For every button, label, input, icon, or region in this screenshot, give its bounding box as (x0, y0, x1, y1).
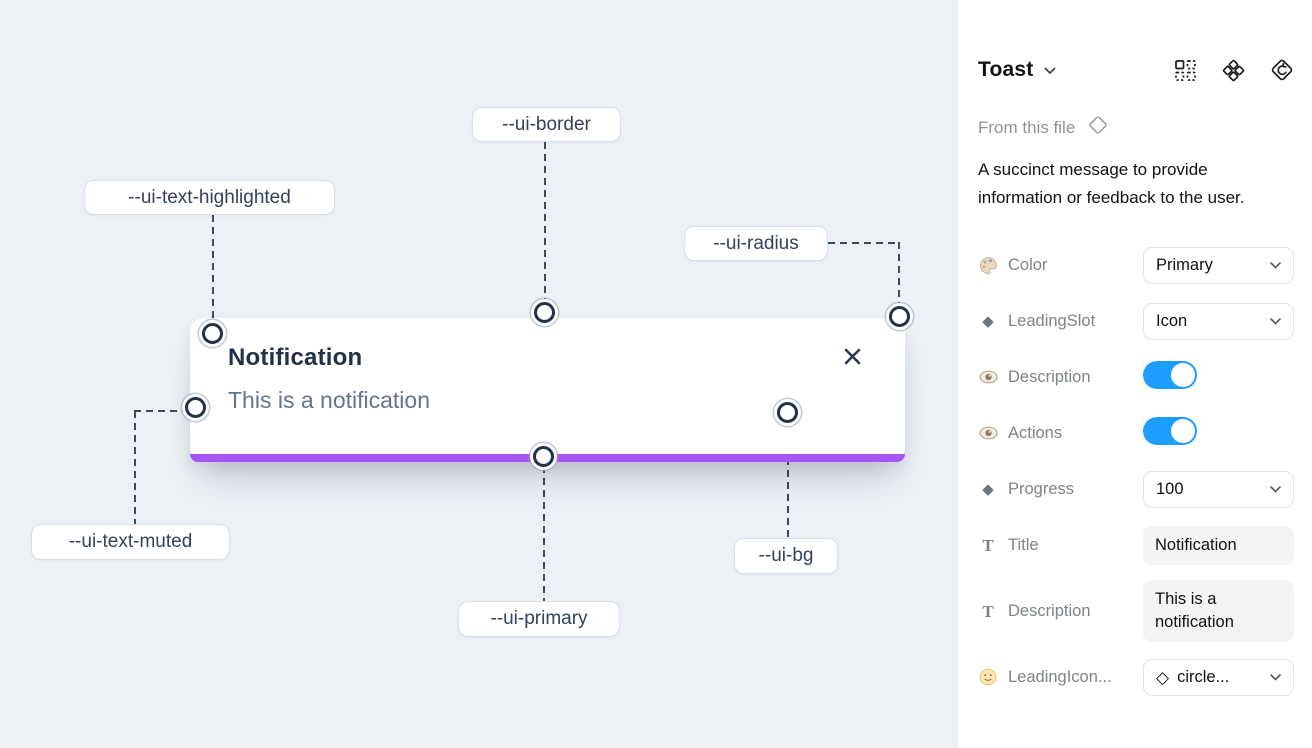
toast-description: This is a notification (228, 387, 430, 413)
connector-ui-radius-vertical (898, 242, 900, 310)
diamond-icon: ◆ (982, 312, 994, 330)
toggle-knob (1171, 418, 1195, 443)
anchor-dot-text-highlighted (202, 323, 223, 344)
description-text-field[interactable]: This is a notification (1143, 580, 1294, 642)
component-description: A succinct message to provide informatio… (978, 160, 1245, 207)
go-to-main-component-icon (1270, 59, 1294, 85)
eye-icon (978, 370, 998, 384)
component-name-dropdown[interactable]: Toast (978, 58, 1056, 82)
property-label-description-toggle: Description (1008, 367, 1091, 386)
var-label-ui-text-highlighted: --ui-text-highlighted (84, 180, 335, 215)
anchor-dot-border (534, 302, 555, 323)
file-diamond-icon (1087, 114, 1109, 141)
property-row-description-toggle: Description (978, 349, 1294, 405)
connector-ui-radius-horizontal (828, 242, 900, 244)
progress-select-value: 100 (1156, 479, 1184, 498)
go-to-main-component-button[interactable] (1270, 58, 1294, 82)
leading-icon-select-value: circle... (1177, 667, 1230, 686)
connector-ui-border (544, 142, 546, 306)
property-row-color: Color Primary (978, 237, 1294, 293)
text-type-icon: T (982, 535, 994, 555)
palette-icon (978, 256, 998, 275)
panel-header: Toast (978, 0, 1294, 82)
property-label-leading-slot: LeadingSlot (1008, 311, 1096, 330)
toggle-knob (1171, 362, 1195, 387)
leading-icon-select[interactable]: ◇ circle... (1143, 658, 1294, 696)
property-row-title: T Title Notification (978, 517, 1294, 573)
property-rows: Color Primary ◆ LeadingSlot Icon (978, 237, 1294, 705)
var-label-ui-border: --ui-border (472, 107, 621, 142)
var-label-ui-bg: --ui-bg (734, 538, 838, 574)
connector-ui-text-muted-horizontal (134, 410, 187, 412)
text-type-icon: T (982, 601, 994, 621)
property-row-leading-slot: ◆ LeadingSlot Icon (978, 293, 1294, 349)
close-icon (842, 348, 863, 370)
connector-ui-primary (543, 466, 545, 601)
property-label-title: Title (1008, 535, 1039, 554)
instance-grid-icon (1174, 59, 1197, 85)
actions-toggle[interactable] (1143, 416, 1197, 445)
var-label-ui-text-muted: --ui-text-muted (31, 524, 230, 560)
property-row-description-text: T Description This is a notification (978, 573, 1294, 649)
var-label-ui-radius: --ui-radius (684, 226, 828, 261)
diamond-icon: ◆ (982, 480, 994, 498)
anchor-dot-radius (889, 306, 910, 327)
leading-slot-select[interactable]: Icon (1143, 302, 1294, 340)
property-label-actions-toggle: Actions (1008, 423, 1063, 442)
component-diamonds-icon (1222, 59, 1245, 85)
property-row-actions-toggle: Actions (978, 405, 1294, 461)
anchor-dot-text-muted (185, 397, 206, 418)
property-row-leading-icon: LeadingIcon... ◇ circle... (978, 649, 1294, 705)
chevron-down-icon (1270, 317, 1281, 325)
property-label-leading-icon: LeadingIcon... (1008, 667, 1112, 686)
chevron-down-icon (1270, 673, 1281, 681)
leading-slot-select-value: Icon (1156, 311, 1188, 330)
anchor-dot-primary (533, 446, 554, 467)
connector-ui-bg (787, 422, 789, 538)
property-label-color: Color (1008, 255, 1048, 274)
property-label-description-text: Description (1008, 601, 1091, 620)
progress-select[interactable]: 100 (1143, 470, 1294, 508)
connector-ui-text-muted-vertical (134, 411, 136, 524)
chevron-down-icon (1044, 63, 1056, 78)
color-select[interactable]: Primary (1143, 246, 1294, 284)
title-text-field[interactable]: Notification (1143, 525, 1294, 565)
description-toggle[interactable] (1143, 360, 1197, 389)
diamond-outline-icon: ◇ (1156, 667, 1170, 687)
from-this-file-label: From this file (978, 117, 1076, 137)
properties-panel: Toast (958, 0, 1312, 748)
toast-close-button[interactable] (840, 344, 865, 369)
toast-component-preview: Notification This is a notification (190, 318, 905, 462)
anchor-dot-bg (777, 402, 798, 423)
chevron-down-icon (1270, 485, 1281, 493)
component-name: Toast (978, 58, 1034, 81)
color-select-value: Primary (1156, 255, 1213, 274)
eye-icon (978, 426, 998, 440)
from-this-file-row: From this file (978, 114, 1294, 141)
smiley-icon (978, 668, 998, 686)
toast-title: Notification (228, 344, 363, 371)
component-button[interactable] (1222, 59, 1245, 82)
var-label-ui-primary: --ui-primary (458, 601, 620, 637)
connector-ui-text-highlighted (212, 215, 214, 327)
design-canvas: Notification This is a notification --ui… (0, 0, 958, 748)
property-label-progress: Progress (1008, 479, 1075, 498)
property-row-progress: ◆ Progress 100 (978, 461, 1294, 517)
instance-grid-button[interactable] (1174, 59, 1197, 82)
chevron-down-icon (1270, 261, 1281, 269)
